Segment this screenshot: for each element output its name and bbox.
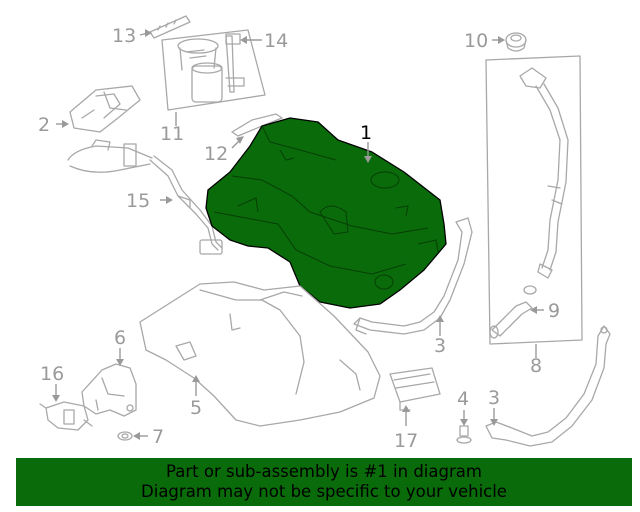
callout-3-upper: 3 bbox=[434, 335, 446, 357]
part-8-filler-neck bbox=[485, 55, 583, 345]
info-banner: Part or sub-assembly is #1 in diagram Di… bbox=[16, 458, 632, 506]
callout-16: 16 bbox=[40, 363, 64, 385]
callout-11: 11 bbox=[160, 123, 184, 145]
part-13-cover bbox=[149, 15, 191, 39]
part-5-shield-plate bbox=[139, 281, 381, 427]
parts-diagram: 13 14 2 11 12 1 15 10 9 8 3 6 16 5 7 17 … bbox=[38, 15, 611, 452]
banner-line-1: Part or sub-assembly is #1 in diagram bbox=[166, 462, 482, 481]
part-7-ring bbox=[117, 431, 133, 441]
callout-4: 4 bbox=[457, 388, 469, 410]
callout-10: 10 bbox=[464, 30, 488, 52]
callout-14: 14 bbox=[264, 30, 288, 52]
callout-3-lower: 3 bbox=[488, 387, 500, 409]
callout-7: 7 bbox=[152, 426, 164, 448]
callout-12: 12 bbox=[204, 143, 228, 165]
part-15-harness bbox=[67, 139, 223, 255]
part-6-bracket bbox=[81, 363, 137, 417]
part-4-bolt bbox=[456, 425, 472, 444]
callout-15: 15 bbox=[126, 190, 150, 212]
banner-line-2: Diagram may not be specific to your vehi… bbox=[141, 482, 507, 501]
part-11-pump-module bbox=[161, 29, 266, 111]
part-2-shield bbox=[69, 85, 141, 133]
callout-5: 5 bbox=[190, 397, 202, 419]
callout-9: 9 bbox=[548, 300, 560, 322]
part-3-strap-upper bbox=[353, 217, 473, 335]
callout-13: 13 bbox=[112, 25, 136, 47]
callout-6: 6 bbox=[114, 327, 126, 349]
part-12-seal bbox=[231, 113, 283, 137]
part-10-cap bbox=[505, 32, 527, 52]
leader-lines bbox=[52, 29, 544, 440]
part-16-sensor bbox=[39, 401, 93, 431]
callout-2: 2 bbox=[38, 114, 50, 136]
callout-17: 17 bbox=[394, 430, 418, 452]
part-3-strap-lower bbox=[485, 325, 611, 447]
callout-8: 8 bbox=[530, 355, 542, 377]
part-17-module bbox=[389, 367, 441, 411]
part-14-sender bbox=[225, 33, 241, 45]
part-9-hose bbox=[489, 285, 537, 339]
callout-1: 1 bbox=[360, 122, 372, 144]
part-1-fuel-tank bbox=[205, 117, 447, 309]
